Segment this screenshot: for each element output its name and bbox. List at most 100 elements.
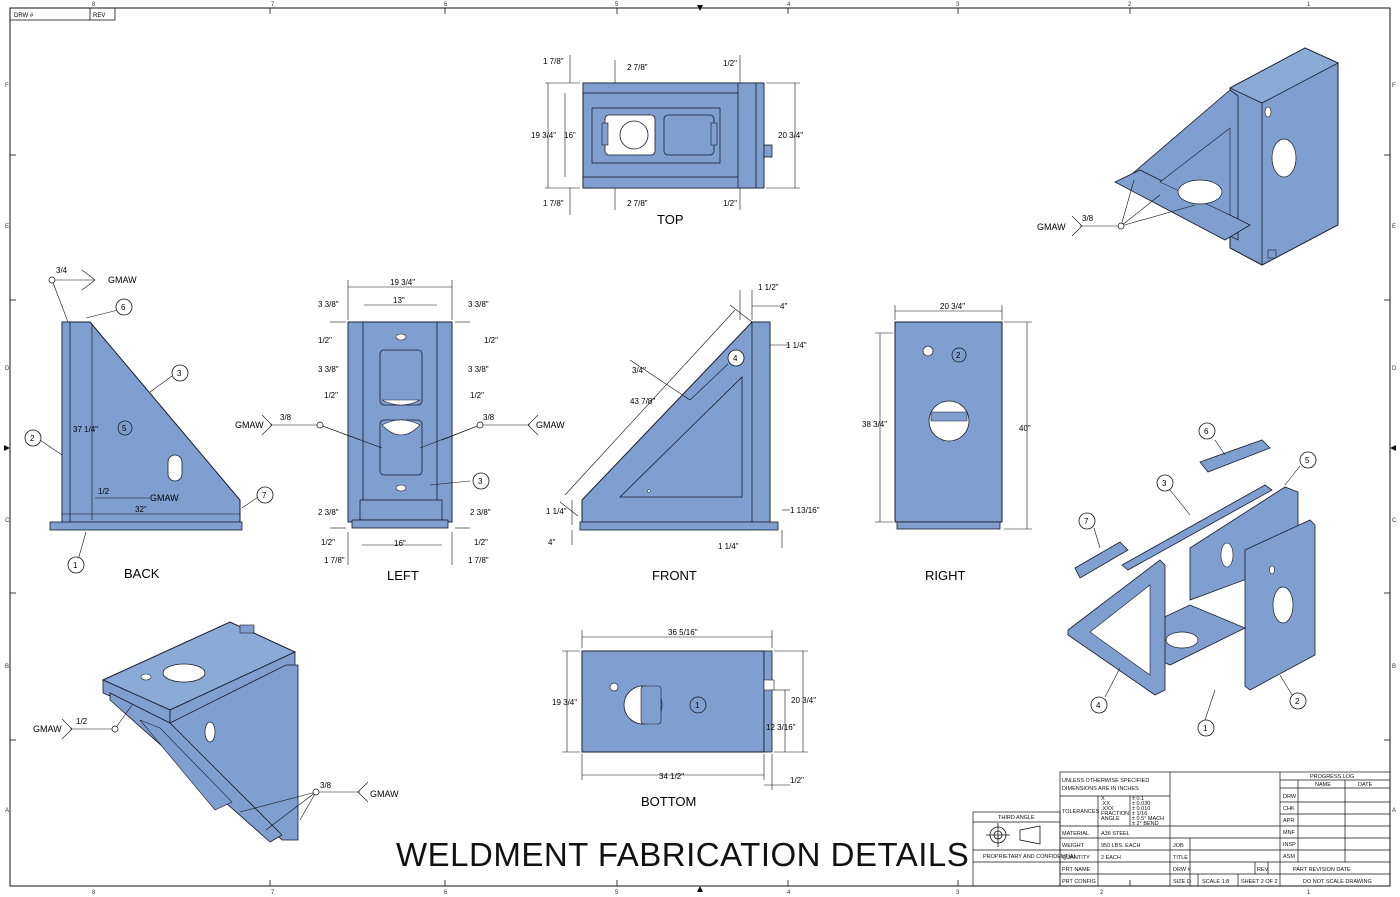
left-balloon-3: 3	[478, 477, 483, 486]
zone-col-bottom-6: 3	[956, 890, 960, 896]
tb-size-label: SIZE	[1173, 879, 1186, 885]
top-dim-e: 16"	[564, 131, 576, 140]
tb-drw: DRW #	[1173, 867, 1192, 873]
tb-date-col: DATE	[1358, 782, 1373, 788]
view-label-top: TOP	[657, 212, 684, 227]
third-angle-symbol	[986, 823, 1041, 847]
zone-row-left-c: C	[5, 518, 10, 524]
expl-balloon-6: 6	[1204, 427, 1209, 436]
front-dim-q-1: 1 1/4"	[786, 341, 807, 350]
back-view: 5 3/4 GMAW 1/2 GMAW 6 3 2 1 7 37 1/4" 3	[24, 266, 274, 581]
zone-col-bottom-4: 5	[615, 890, 619, 896]
top-dim-c2: 1/2"	[723, 199, 737, 208]
left-dim-half-4: 1/2"	[470, 391, 484, 400]
front-view: 4 1 1/2" 4" 1 1/4" 3/4" 43 7/8" 1 1/4" 4…	[546, 283, 820, 583]
zone-col-bottom-5: 4	[787, 890, 791, 896]
header-rev: REV	[93, 13, 105, 19]
left-dim-half-1: 1/2"	[318, 336, 332, 345]
expl-balloon-5: 5	[1305, 456, 1310, 465]
back-weld-process: GMAW	[108, 275, 137, 285]
tb-size-value: D	[1187, 879, 1191, 885]
zone-row-right-c: C	[1392, 518, 1397, 524]
front-dim-q-3: 1 1/4"	[718, 542, 739, 551]
back-weld-size: 3/4	[56, 266, 68, 275]
zone-row-right-f: F	[1392, 83, 1396, 89]
left-weld-size-2: 3/8	[483, 413, 495, 422]
tb-tol-val-4: ± 1/16	[1132, 811, 1147, 817]
top-view: 1 7/8" 2 7/8" 1/2" 19 3/4" 16" 20 3/4" 1…	[531, 55, 803, 227]
front-balloon-4: 4	[733, 354, 738, 363]
iso-tr-weld-process: GMAW	[1037, 222, 1066, 232]
tb-material-value: A36 STEEL	[1101, 831, 1130, 837]
zone-col-top-2: 7	[271, 2, 275, 8]
bottom-dim-inner: 12 3/16"	[766, 723, 796, 732]
left-dim-low-2: 2 3/8"	[470, 508, 491, 517]
tb-row-insp: INSP	[1283, 842, 1296, 848]
front-dim-diag: 43 7/8"	[630, 397, 655, 406]
tb-tol-key-5: ANGLE	[1101, 816, 1120, 822]
view-label-bottom: BOTTOM	[641, 794, 696, 809]
iso-view-bottom-left: GMAW 1/2 GMAW 3/8	[33, 621, 399, 843]
zone-col-top-3: 6	[444, 2, 448, 8]
left-dim-half-6: 1/2"	[474, 538, 488, 547]
tb-quantity-label: QUANTITY	[1062, 855, 1090, 861]
iso-bl-weld-process-2: GMAW	[370, 789, 399, 799]
front-dim-top: 1 1/2"	[758, 283, 779, 292]
tb-job: JOB	[1173, 843, 1184, 849]
front-dim-four-2: 4"	[548, 538, 555, 547]
exploded-view: 6 5 3 7 4 1 2	[1067, 422, 1317, 737]
back-dim-width: 32"	[135, 505, 147, 514]
back-balloon-2: 2	[30, 434, 35, 443]
tb-prt-config: PRT CONFIG	[1062, 879, 1096, 885]
top-dim-d: 19 3/4"	[531, 131, 556, 140]
tb-unless-1: UNLESS OTHERWISE SPECIFIED	[1062, 778, 1149, 784]
drawing-title: WELDMENT FABRICATION DETAILS	[396, 836, 970, 873]
bottom-dim-half: 1/2"	[790, 776, 804, 785]
zone-col-bottom-3: 6	[444, 890, 448, 896]
back-balloon-1: 1	[73, 561, 78, 570]
title-block	[972, 771, 1391, 887]
zone-row-right-d: D	[1392, 366, 1397, 372]
tb-tol-val-5: ± 0.5° MACH	[1132, 816, 1164, 822]
bottom-dim-right: 20 3/4"	[791, 696, 816, 705]
expl-balloon-1: 1	[1203, 724, 1208, 733]
tb-do-not-scale: DO NOT SCALE DRAWING	[1303, 879, 1372, 885]
front-dim-three-q: 3/4"	[632, 366, 646, 375]
tb-sheet: SHEET 2 OF 2	[1241, 879, 1278, 885]
tb-part-revision: PART REVISION DATE	[1293, 867, 1351, 873]
zone-row-right-e: E	[1392, 224, 1396, 230]
zone-row-left-f: F	[5, 83, 9, 89]
tb-row-chk: CHK	[1283, 806, 1295, 812]
zone-col-top-4: 5	[615, 2, 619, 8]
zone-col-bottom-1: 8	[92, 890, 96, 896]
tb-third-angle: THIRD ANGLE	[998, 815, 1035, 821]
zone-row-right-b: B	[1392, 664, 1396, 670]
left-dim-side-1: 3 3/8"	[318, 300, 339, 309]
back-weld-size-2: 1/2	[98, 487, 110, 496]
iso-bl-weld-size-2: 3/8	[320, 781, 332, 790]
left-dim-side-2: 3 3/8"	[468, 300, 489, 309]
zone-row-left-b: B	[5, 664, 9, 670]
tb-tol-key-2: .XX	[1101, 801, 1110, 807]
tb-scale: SCALE 1:8	[1202, 879, 1229, 885]
back-balloon-7: 7	[262, 491, 267, 500]
left-weld-process-2: GMAW	[536, 420, 565, 430]
tb-tol-val-3: ± 0.010	[1132, 806, 1150, 812]
tb-tolerances: TOLERANCES	[1062, 809, 1100, 815]
front-dim-right: 1 13/16"	[790, 506, 820, 515]
header-drw: DRW #	[14, 13, 34, 19]
iso-bl-weld-size-1: 1/2	[76, 717, 88, 726]
left-weld-process-1: GMAW	[235, 420, 264, 430]
expl-balloon-3: 3	[1162, 479, 1167, 488]
view-label-back: BACK	[124, 566, 160, 581]
left-dim-bottom: 16"	[394, 539, 406, 548]
zone-row-right-a: A	[1392, 808, 1396, 814]
tb-tol-key-3: .XXX	[1101, 806, 1114, 812]
top-dim-c: 1/2"	[723, 59, 737, 68]
iso-bl-weld-process-1: GMAW	[33, 724, 62, 734]
bottom-dim-top: 36 5/16"	[668, 628, 698, 637]
tb-tol-val-6: ± 2° BEND	[1132, 821, 1159, 827]
tb-row-drw: DRW	[1283, 794, 1297, 800]
left-dim-top: 19 3/4"	[390, 278, 415, 287]
zone-col-top-7: 2	[1128, 2, 1132, 8]
